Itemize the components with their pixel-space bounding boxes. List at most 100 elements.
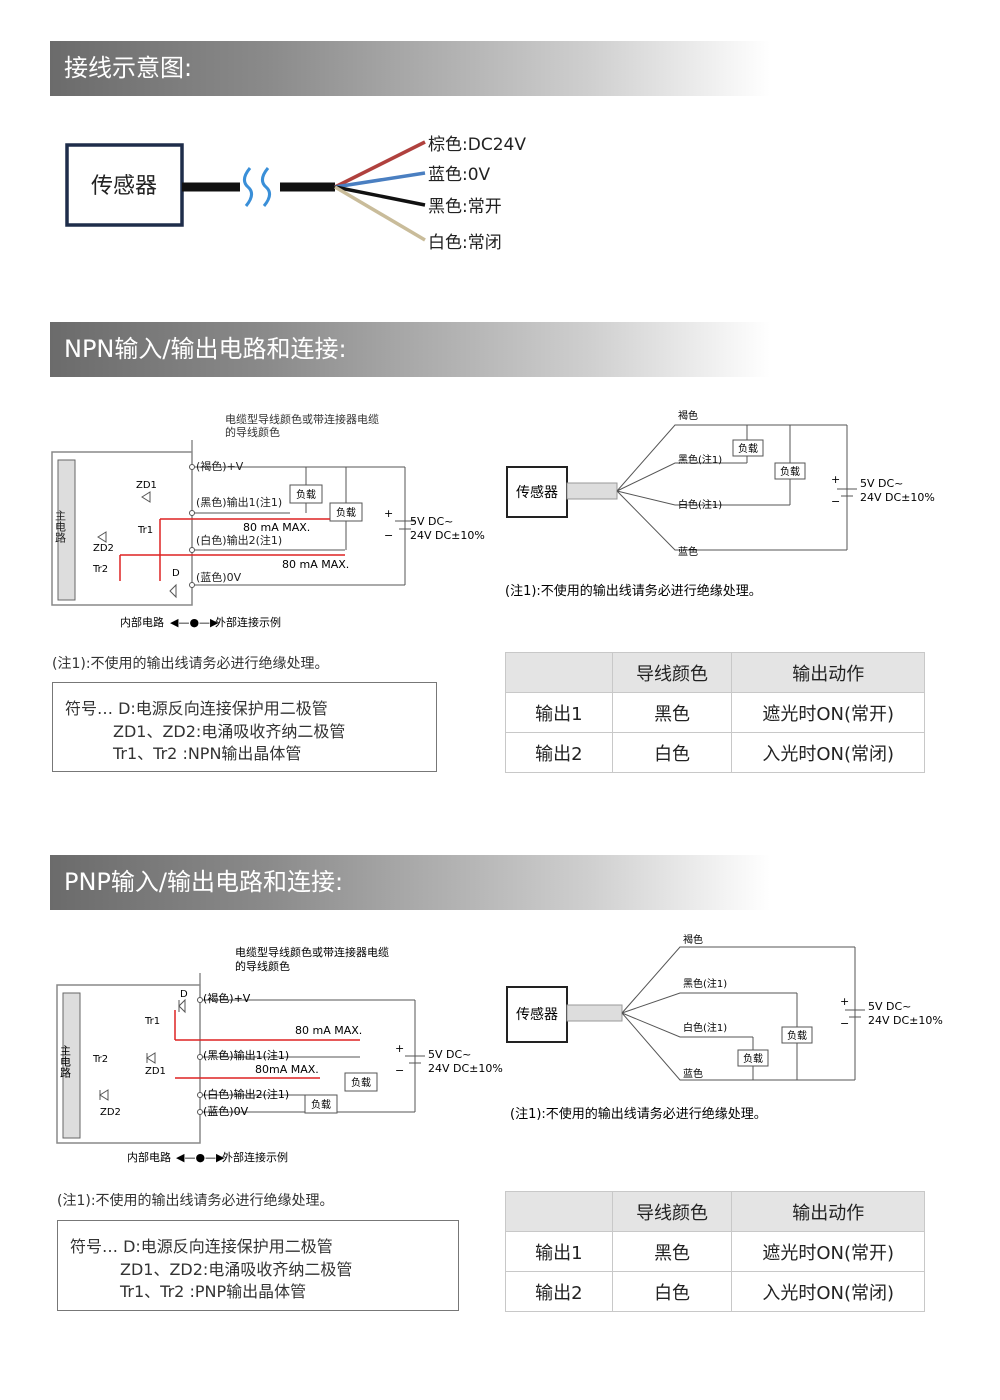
wire-white <box>334 185 426 242</box>
table-header <box>505 652 613 693</box>
section-title-npn: NPN输入/输出电路和连接: <box>50 322 770 377</box>
internal-circuit-label: 内部电路 <box>127 1150 171 1164</box>
svg-text:+: + <box>384 507 393 520</box>
max-current-2: 80 mA MAX. <box>282 558 349 571</box>
table-header-row: 导线颜色 输出动作 <box>505 1191 925 1232</box>
external-label: 外部连接示例 <box>222 1150 288 1164</box>
supply-label: 5V DC~ <box>410 515 453 528</box>
wiring-diagram: 传感器 棕色:DC24V 蓝色:0V 黑色:常开 白色:常闭 <box>65 135 526 253</box>
diode-label: D <box>172 568 180 579</box>
legend-line-3: Tr1、Tr2 :PNP输出晶体管 <box>120 1282 307 1301</box>
table-cell: 遮光时ON(常开) <box>731 692 925 733</box>
external-label: 外部连接示例 <box>215 615 281 629</box>
terminal-white: (白色)输出2(注1) <box>196 533 282 547</box>
table-header <box>505 1191 613 1232</box>
table-cell: 输出2 <box>505 732 613 773</box>
table-cell: 黑色 <box>611 692 733 733</box>
sensor-label: 传感器 <box>91 174 157 199</box>
zener-icon <box>141 491 151 503</box>
cable-note-2: 的导线颜色 <box>235 959 290 973</box>
load-label: 负载 <box>351 1076 371 1089</box>
npn-output-table: 导线颜色 输出动作 输出1 黑色 遮光时ON(常开) 输出2 白色 入光时ON(… <box>505 652 925 773</box>
legend-line-2: ZD1、ZD2:电涌吸收齐纳二极管 <box>120 1260 353 1279</box>
pnp-note: (注1):不使用的输出线请务必进行绝缘处理。 <box>57 1193 334 1209</box>
table-cell: 入光时ON(常闭) <box>731 1271 925 1312</box>
supply-label: 5V DC~ <box>428 1048 471 1061</box>
main-circuit-label: 主电路 <box>54 510 67 544</box>
load-label: 负载 <box>780 465 800 478</box>
diode-icon <box>178 998 186 1014</box>
tr2-label: Tr2 <box>92 564 108 575</box>
terminal-brown: (褐色)+V <box>196 459 244 473</box>
legend-line-2: ZD1、ZD2:电涌吸收齐纳二极管 <box>113 722 346 741</box>
sensor-label: 传感器 <box>516 484 558 501</box>
pnp-connection-diagram: 传感器 负载 负载 褐色 黑色(注1) 白色(注1) 蓝色 +− 5V DC~ … <box>506 933 943 1122</box>
right-black: 黑色(注1) <box>683 977 727 990</box>
wire-label-blue: 蓝色:0V <box>428 165 491 185</box>
tr2-label: Tr2 <box>92 1054 108 1065</box>
legend-line-1: 符号… D:电源反向连接保护用二极管 <box>65 699 328 718</box>
wire-label-black: 黑色:常开 <box>428 197 502 217</box>
legend-line-1: 符号… D:电源反向连接保护用二极管 <box>70 1237 333 1256</box>
load-label: 负载 <box>743 1052 763 1065</box>
svg-text:+: + <box>840 995 849 1008</box>
supply-label-2: 24V DC±10% <box>428 1062 503 1075</box>
terminal-black: (黑色)输出1(注1) <box>203 1048 289 1062</box>
pnp-output-table: 导线颜色 输出动作 输出1 黑色 遮光时ON(常开) 输出2 白色 入光时ON(… <box>505 1191 925 1312</box>
load-label: 负载 <box>296 488 316 501</box>
npn-circuit-diagram: 电缆型导线颜色或带连接器电缆 的导线颜色 主电路 (褐色)+V (黑色)输出1(… <box>51 412 485 629</box>
npn-note: (注1):不使用的输出线请务必进行绝缘处理。 <box>52 656 329 672</box>
right-supply-2: 24V DC±10% <box>860 491 935 504</box>
sensor-label: 传感器 <box>516 1006 558 1023</box>
table-row: 输出1 黑色 遮光时ON(常开) <box>505 1231 925 1272</box>
table-cell: 输出2 <box>505 1271 613 1312</box>
load-2 <box>304 1094 338 1114</box>
table-header: 输出动作 <box>731 652 925 693</box>
sensor-box <box>65 143 184 227</box>
cable-note: 电缆型导线颜色或带连接器电缆 <box>235 945 389 959</box>
zener-icon <box>99 1089 109 1101</box>
tr1-label: Tr1 <box>137 525 153 536</box>
max-current-1: 80 mA MAX. <box>243 521 310 534</box>
legend-line-3: Tr1、Tr2 :NPN输出晶体管 <box>113 744 302 763</box>
supply-label-2: 24V DC±10% <box>410 529 485 542</box>
svg-text:−: − <box>384 529 393 542</box>
table-row: 输出2 白色 入光时ON(常闭) <box>505 732 925 773</box>
zd2-label: ZD2 <box>93 543 114 554</box>
right-note: (注1):不使用的输出线请务必进行绝缘处理。 <box>505 583 762 599</box>
svg-text:−: − <box>840 1017 849 1030</box>
table-header: 导线颜色 <box>611 1191 733 1232</box>
right-white: 白色(注1) <box>683 1021 727 1034</box>
table-cell: 黑色 <box>611 1231 733 1272</box>
section-title-pnp: PNP输入/输出电路和连接: <box>50 855 770 910</box>
right-brown: 褐色 <box>678 409 698 422</box>
wire-label-white: 白色:常闭 <box>428 233 502 253</box>
svg-text:+: + <box>831 473 840 486</box>
diode-icon <box>169 583 177 599</box>
right-note: (注1):不使用的输出线请务必进行绝缘处理。 <box>510 1106 767 1122</box>
right-white: 白色(注1) <box>678 498 722 511</box>
table-cell: 输出1 <box>505 692 613 733</box>
right-supply-2: 24V DC±10% <box>868 1014 943 1027</box>
max-current-2: 80mA MAX. <box>255 1063 319 1076</box>
npn-legend: 符号… D:电源反向连接保护用二极管 ZD1、ZD2:电涌吸收齐纳二极管 Tr1… <box>52 682 437 772</box>
wire-label-brown: 棕色:DC24V <box>428 135 526 155</box>
break-mark-icon <box>243 167 271 207</box>
terminal-blue: (蓝色)0V <box>203 1104 249 1118</box>
zd1-label: ZD1 <box>145 1066 166 1077</box>
terminal-black: (黑色)输出1(注1) <box>196 495 282 509</box>
right-blue: 蓝色 <box>678 545 698 558</box>
right-black: 黑色(注1) <box>678 453 722 466</box>
table-cell: 白色 <box>611 732 733 773</box>
internal-circuit-label: 内部电路 <box>120 615 164 629</box>
main-circuit-label: 主电路 <box>59 1045 72 1079</box>
right-supply: 5V DC~ <box>868 1000 911 1013</box>
section-title-wiring: 接线示意图: <box>50 41 770 96</box>
npn-connection-diagram: 传感器 负载 负载 褐色 黑色(注1) 白色(注1) 蓝色 5V DC~ 24V… <box>505 409 935 599</box>
svg-text:+: + <box>395 1042 404 1055</box>
load-label: 负载 <box>738 442 758 455</box>
cable-note: 电缆型导线颜色或带连接器电缆 <box>225 412 379 426</box>
load-label: 负载 <box>311 1098 331 1111</box>
table-row: 输出1 黑色 遮光时ON(常开) <box>505 692 925 733</box>
zener-icon <box>146 1052 156 1064</box>
